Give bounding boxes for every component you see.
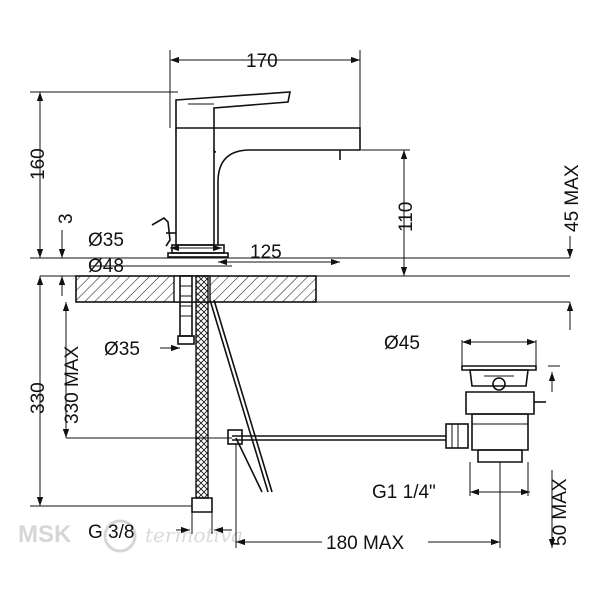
dim-170: 170 [246,51,278,72]
waste-body [465,391,535,415]
spout-underside [217,149,360,245]
watermark-brand: MSK [18,521,72,548]
dia-45: Ø45 [384,333,420,354]
popup-waste [227,365,546,463]
watermark-logo-icon [103,519,137,553]
rod-nut [445,423,469,449]
supply-hoses [177,275,273,513]
dim-110: 110 [396,202,417,232]
lever-handle [175,91,291,129]
dim-3: 3 [56,213,77,224]
dim-180-max: 180 MAX [326,533,404,554]
popup-rod [151,216,171,247]
watermark-script: termotiva [145,523,243,547]
dimensions: 170 160 3 110 45 MAX Ø35 Ø48 125 330 330… [28,50,583,554]
spout-top [214,127,361,150]
faucet-column [175,128,215,246]
dim-330: 330 [28,382,49,414]
hose-connector [191,497,213,513]
waste-flange [461,365,537,371]
dim-45-max: 45 MAX [562,164,583,232]
faucet-body [151,91,361,258]
faucet-base [171,244,225,254]
dim-50-max: 50 MAX [550,478,571,546]
watermark: MSK termotiva [18,519,243,553]
dim-330-max: 330 MAX [62,346,83,424]
dia-35-below: Ø35 [104,339,140,360]
thread-g3-8: G 3/8 [88,522,134,543]
dia-35-top: Ø35 [88,230,124,251]
dia-48: Ø48 [88,256,124,277]
braided-hose [195,275,209,499]
dim-160: 160 [28,148,49,180]
dim-125: 125 [250,242,282,263]
thread-g1-1-4: G1 1/4" [372,482,436,503]
popup-linkage-rod [209,299,269,493]
